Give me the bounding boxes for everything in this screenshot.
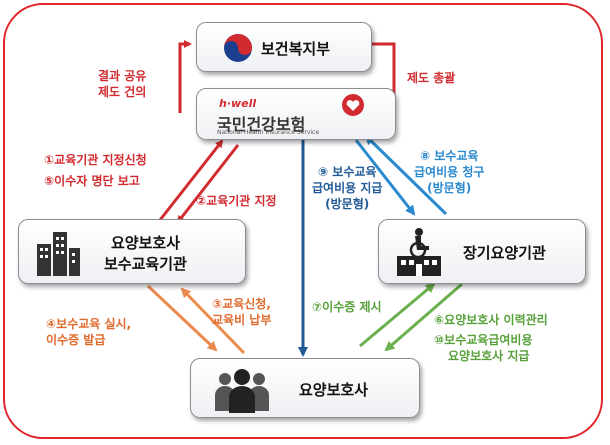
training-label-2: 보수교육기관 xyxy=(104,255,187,273)
hospital-wheelchair-icon xyxy=(393,226,445,282)
label-step-10-2: 요양보호사 지급 xyxy=(448,349,530,363)
label-step-5: ⑤이수자 명단 보고 xyxy=(44,174,140,188)
label-step-10-1: ⑩보수교육급여비용 xyxy=(434,333,533,347)
arrow-4 xyxy=(146,284,218,352)
label-policy: 제도 총괄 xyxy=(407,71,456,85)
arrow-7 xyxy=(359,282,436,348)
nhis-brand: h·well xyxy=(219,97,257,110)
label-step-6: ⑥요양보호사 이력관리 xyxy=(434,313,548,327)
nhis-sub: National Health Insurance Service xyxy=(217,129,320,136)
arrow-6-10 xyxy=(384,282,463,352)
label-step-2: ②교육기관 지정 xyxy=(196,194,277,208)
caregiver-box: 요양보호사 xyxy=(190,358,420,418)
label-result-share-1: 결과 공유 xyxy=(98,69,147,83)
label-step-3-2: 교육비 납부 xyxy=(212,313,272,327)
label-step-3: ③교육신청, 교육비 납부 xyxy=(212,296,271,328)
label-step-4-2: 이수증 발급 xyxy=(46,333,106,347)
ministry-box: 보건복지부 xyxy=(196,22,372,72)
ltc-label: 장기요양기관 xyxy=(463,244,546,262)
ltc-box: 장기요양기관 xyxy=(378,219,586,284)
label-step-4: ④보수교육 실시, 이수증 발급 xyxy=(46,316,131,348)
arrow-1-5 xyxy=(158,139,224,221)
people-icon xyxy=(213,365,271,417)
arrow-9 xyxy=(354,139,416,216)
nhis-box: h·well 국민건강보험 National Health Insurance … xyxy=(196,88,396,140)
caregiver-label: 요양보호사 xyxy=(299,381,369,399)
diagram-frame xyxy=(3,3,603,439)
label-step-8-2: 급여비용 청구 xyxy=(414,165,485,179)
label-result-share-2: 제도 건의 xyxy=(98,85,147,99)
arrow-2 xyxy=(176,144,240,224)
building-icon xyxy=(35,230,81,280)
label-step-9: ⑨ 보수교육 급여비용 지급 (방문형) xyxy=(312,164,382,212)
label-step-1: ①교육기관 지정신청 xyxy=(44,153,147,167)
label-step-8-3: (방문형) xyxy=(427,181,472,195)
arrow-8 xyxy=(364,134,448,216)
training-label-1: 요양보호사 xyxy=(111,234,181,252)
label-step-10: ⑩보수교육급여비용 요양보호사 지급 xyxy=(434,332,532,364)
arrow-3 xyxy=(180,287,246,355)
label-step-9-1: ⑨ 보수교육 xyxy=(317,165,377,179)
label-result-share: 결과 공유 제도 건의 xyxy=(98,68,146,100)
ministry-label: 보건복지부 xyxy=(261,40,331,58)
label-step-9-2: 급여비용 지급 xyxy=(312,181,383,195)
label-step-8-1: ⑧ 보수교육 xyxy=(419,149,479,163)
training-box: 요양보호사 보수교육기관 xyxy=(18,219,246,284)
taegeuk-logo-icon xyxy=(223,33,253,67)
label-step-9-3: (방문형) xyxy=(325,197,370,211)
nhis-name: 국민건강보험 xyxy=(217,115,306,134)
label-step-8: ⑧ 보수교육 급여비용 청구 (방문형) xyxy=(414,148,484,196)
label-step-3-1: ③교육신청, xyxy=(212,297,271,311)
heart-logo-icon xyxy=(339,93,367,121)
label-step-7: ⑦이수증 제시 xyxy=(312,300,382,314)
arrow-result-share xyxy=(178,40,192,113)
label-step-4-1: ④보수교육 실시, xyxy=(46,317,132,331)
